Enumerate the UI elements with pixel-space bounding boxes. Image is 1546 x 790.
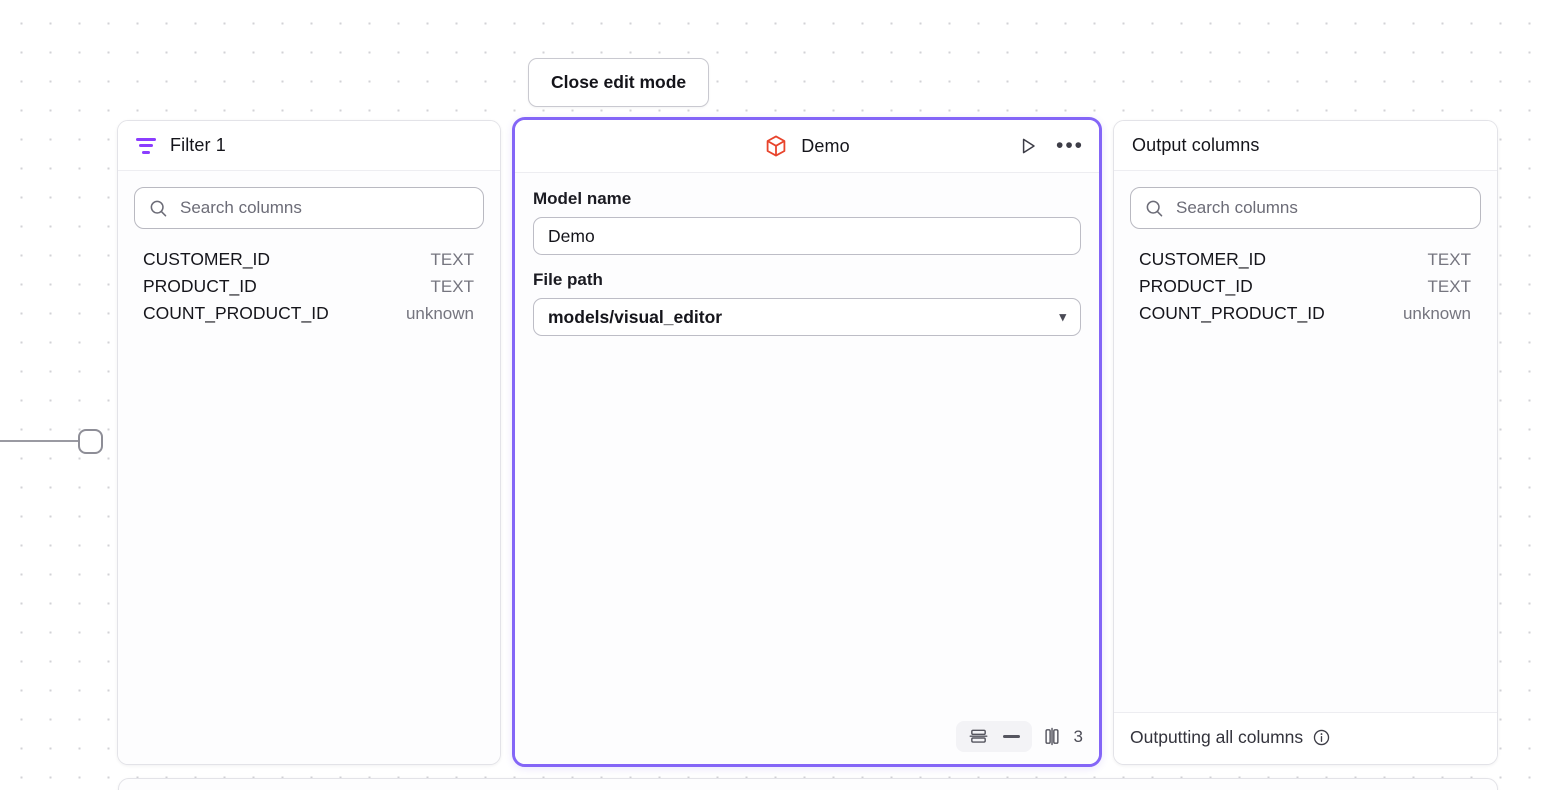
columns-icon: [1044, 727, 1059, 746]
filter-panel-body: Search columns CUSTOMER_ID TEXT PRODUCT_…: [118, 171, 500, 764]
column-name: COUNT_PRODUCT_ID: [143, 303, 329, 323]
model-panel-header: Demo •••: [515, 120, 1099, 173]
column-type: TEXT: [430, 277, 474, 296]
model-panel-body: Model name Demo File path models/visual_…: [515, 173, 1099, 764]
run-model-button[interactable]: [1015, 133, 1041, 159]
column-name: COUNT_PRODUCT_ID: [1139, 303, 1325, 323]
table-row[interactable]: CUSTOMER_ID TEXT: [1130, 246, 1481, 273]
model-name-input[interactable]: Demo: [533, 217, 1081, 255]
more-options-button[interactable]: •••: [1055, 133, 1085, 159]
output-panel-title: Output columns: [1132, 135, 1260, 155]
column-count-stat[interactable]: 3: [1042, 726, 1083, 747]
model-node-panel[interactable]: Demo ••• Model name Demo File path: [512, 117, 1102, 767]
more-options-icon: •••: [1055, 134, 1085, 157]
search-icon: [150, 200, 167, 216]
column-type: TEXT: [1427, 277, 1471, 296]
filter-icon: [136, 137, 156, 154]
chevron-down-icon: ▾: [1059, 309, 1066, 324]
output-columns-list: CUSTOMER_ID TEXT PRODUCT_ID TEXT COUNT_P…: [1114, 229, 1497, 327]
file-path-value: models/visual_editor: [548, 306, 723, 327]
output-search-placeholder: Search columns: [1176, 198, 1298, 217]
filter-search-input[interactable]: Search columns: [134, 187, 484, 229]
column-type: unknown: [405, 304, 474, 323]
rows-icon: [969, 729, 987, 743]
column-type: unknown: [1402, 304, 1471, 323]
edge-connection-handle[interactable]: [78, 429, 103, 454]
column-type: TEXT: [430, 250, 474, 269]
output-columns-panel[interactable]: Output columns Search columns CUSTOMER_I…: [1113, 120, 1498, 765]
table-row[interactable]: PRODUCT_ID TEXT: [134, 273, 484, 300]
table-row[interactable]: COUNT_PRODUCT_ID unknown: [1130, 300, 1481, 327]
model-name-label: Model name: [533, 189, 632, 208]
column-name: CUSTOMER_ID: [1139, 249, 1267, 269]
close-edit-mode-button[interactable]: Close edit mode: [528, 58, 710, 107]
filter-panel-title: Filter 1: [170, 135, 226, 155]
info-icon[interactable]: [1312, 728, 1331, 747]
output-panel-body: Search columns CUSTOMER_ID TEXT PRODUCT_…: [1114, 171, 1497, 712]
output-panel-footer: Outputting all columns: [1114, 712, 1497, 764]
file-path-label: File path: [533, 270, 603, 289]
table-row[interactable]: PRODUCT_ID TEXT: [1130, 273, 1481, 300]
search-icon: [1146, 200, 1163, 216]
column-type: TEXT: [1427, 250, 1471, 269]
column-name: CUSTOMER_ID: [143, 249, 271, 269]
model-panel-title: Demo: [801, 135, 850, 156]
column-name: PRODUCT_ID: [1139, 276, 1253, 296]
table-row[interactable]: CUSTOMER_ID TEXT: [134, 246, 484, 273]
outputting-all-columns-label: Outputting all columns: [1130, 727, 1304, 747]
row-count-value: [1002, 735, 1020, 738]
filter-columns-list: CUSTOMER_ID TEXT PRODUCT_ID TEXT COUNT_P…: [118, 229, 500, 327]
column-count-value: 3: [1073, 726, 1083, 746]
model-stats-footer: 3: [955, 721, 1083, 752]
output-panel-header: Output columns: [1114, 121, 1497, 171]
model-config-form: Model name Demo File path models/visual_…: [515, 173, 1099, 336]
column-name: PRODUCT_ID: [143, 276, 257, 296]
filter-node-panel[interactable]: Filter 1 Search columns CUSTOMER_ID TEXT…: [117, 120, 501, 765]
play-icon: [1022, 138, 1035, 154]
filter-search-placeholder: Search columns: [180, 198, 302, 217]
output-search-input[interactable]: Search columns: [1130, 187, 1481, 229]
bottom-node-panel[interactable]: [118, 778, 1498, 790]
filter-panel-header: Filter 1: [118, 121, 500, 171]
row-count-stat[interactable]: [955, 721, 1032, 752]
file-path-select[interactable]: models/visual_editor ▾: [533, 298, 1081, 336]
table-row[interactable]: COUNT_PRODUCT_ID unknown: [134, 300, 484, 327]
cube-icon: [766, 135, 786, 157]
edge-connector-line: [0, 440, 80, 442]
